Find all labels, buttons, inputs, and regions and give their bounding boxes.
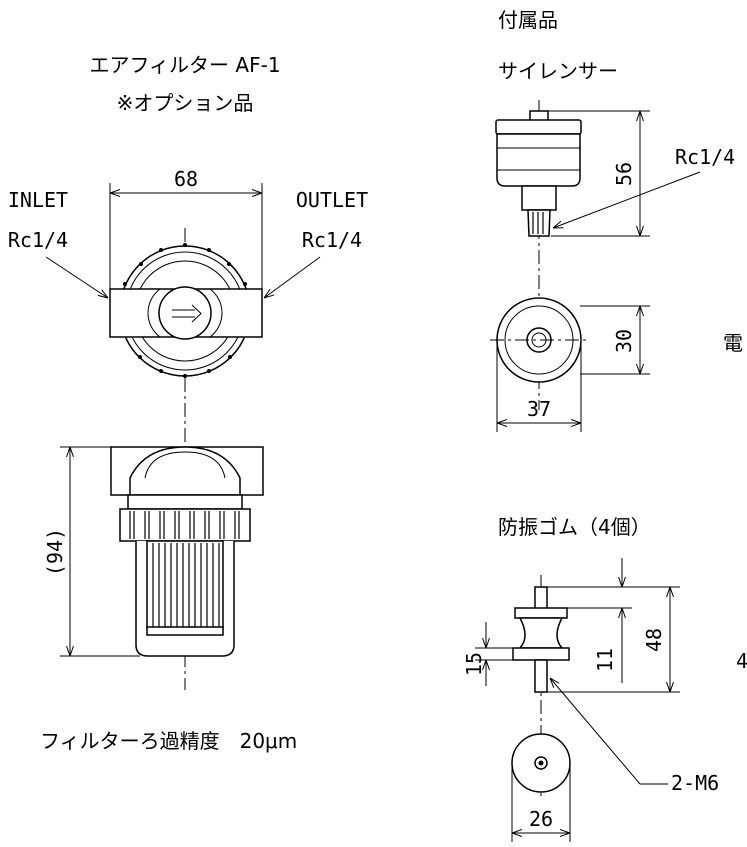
dim-48: 48 xyxy=(547,586,680,693)
bowl-guard-ring xyxy=(119,508,251,542)
flow-indicator xyxy=(158,286,212,340)
rubber-thread-label: 2-M6 xyxy=(671,771,719,795)
silencer-thread-label: Rc1/4 xyxy=(675,145,735,169)
inlet-thread-label: Rc1/4 xyxy=(8,228,68,252)
filter-element xyxy=(146,540,224,630)
dim-26-label: 26 xyxy=(529,807,553,831)
silencer-bottom-view xyxy=(490,297,590,383)
dim-56: 56 xyxy=(548,110,650,237)
dim-68: 68 xyxy=(109,167,263,289)
option-note: ※オプション品 xyxy=(117,91,254,115)
dim-30-label: 30 xyxy=(612,329,636,353)
dim-30: 30 xyxy=(580,305,650,375)
dim-37-label: 37 xyxy=(527,397,551,421)
air-filter-top-view xyxy=(109,228,263,690)
dim-68-label: 68 xyxy=(174,167,198,191)
cut-off-text-1: 電 xyxy=(723,331,743,355)
accessories-heading: 付属品 xyxy=(498,8,558,32)
air-filter-title: エアフィルター AF-1 xyxy=(89,53,280,77)
outlet-thread-label: Rc1/4 xyxy=(302,228,362,252)
rubber-thread-leader xyxy=(550,678,641,785)
dim-26: 26 xyxy=(511,763,571,842)
silencer-thread-leader xyxy=(553,171,701,228)
port-labels: INLET Rc1/4 OUTLET Rc1/4 xyxy=(8,188,368,298)
dim-56-label: 56 xyxy=(612,162,636,186)
silencer-heading: サイレンサー xyxy=(498,59,618,83)
outlet-leader xyxy=(264,256,321,298)
dim-94-label: (94) xyxy=(43,528,67,576)
rubber-stud-bottom xyxy=(534,659,548,693)
silencer-cap xyxy=(495,119,582,135)
cut-off-text-2: 4 xyxy=(736,649,747,673)
dim-94: (94) xyxy=(43,446,140,657)
air-filter-titles: エアフィルター AF-1 ※オプション品 xyxy=(89,53,280,115)
silencer-thread xyxy=(527,209,551,237)
rubber-bottom-view xyxy=(511,733,571,793)
rubber-heading: 防振ゴム（4個） xyxy=(498,515,651,539)
rubber-stud-top xyxy=(534,586,548,610)
flow-arrow-icon xyxy=(191,304,202,323)
silencer-side-view xyxy=(495,100,582,410)
inlet-label: INLET xyxy=(8,188,68,212)
dim-11: 11 xyxy=(567,558,632,683)
dim-11-label: 11 xyxy=(593,648,617,672)
dim-48-label: 48 xyxy=(642,628,666,652)
outlet-label: OUTLET xyxy=(296,188,368,212)
silencer-hex xyxy=(521,185,557,211)
dim-15: 15 xyxy=(462,622,513,686)
filter-precision-note: フィルターろ過精度 20μm xyxy=(40,729,297,753)
dim-37: 37 xyxy=(496,340,582,432)
cap-ring xyxy=(127,494,243,510)
silencer-body xyxy=(496,133,581,187)
air-filter-side-view xyxy=(110,446,264,657)
inlet-leader xyxy=(45,256,108,298)
rubber-side-view xyxy=(512,575,570,800)
rubber-body xyxy=(518,617,564,649)
dim-15-label: 15 xyxy=(462,652,486,676)
